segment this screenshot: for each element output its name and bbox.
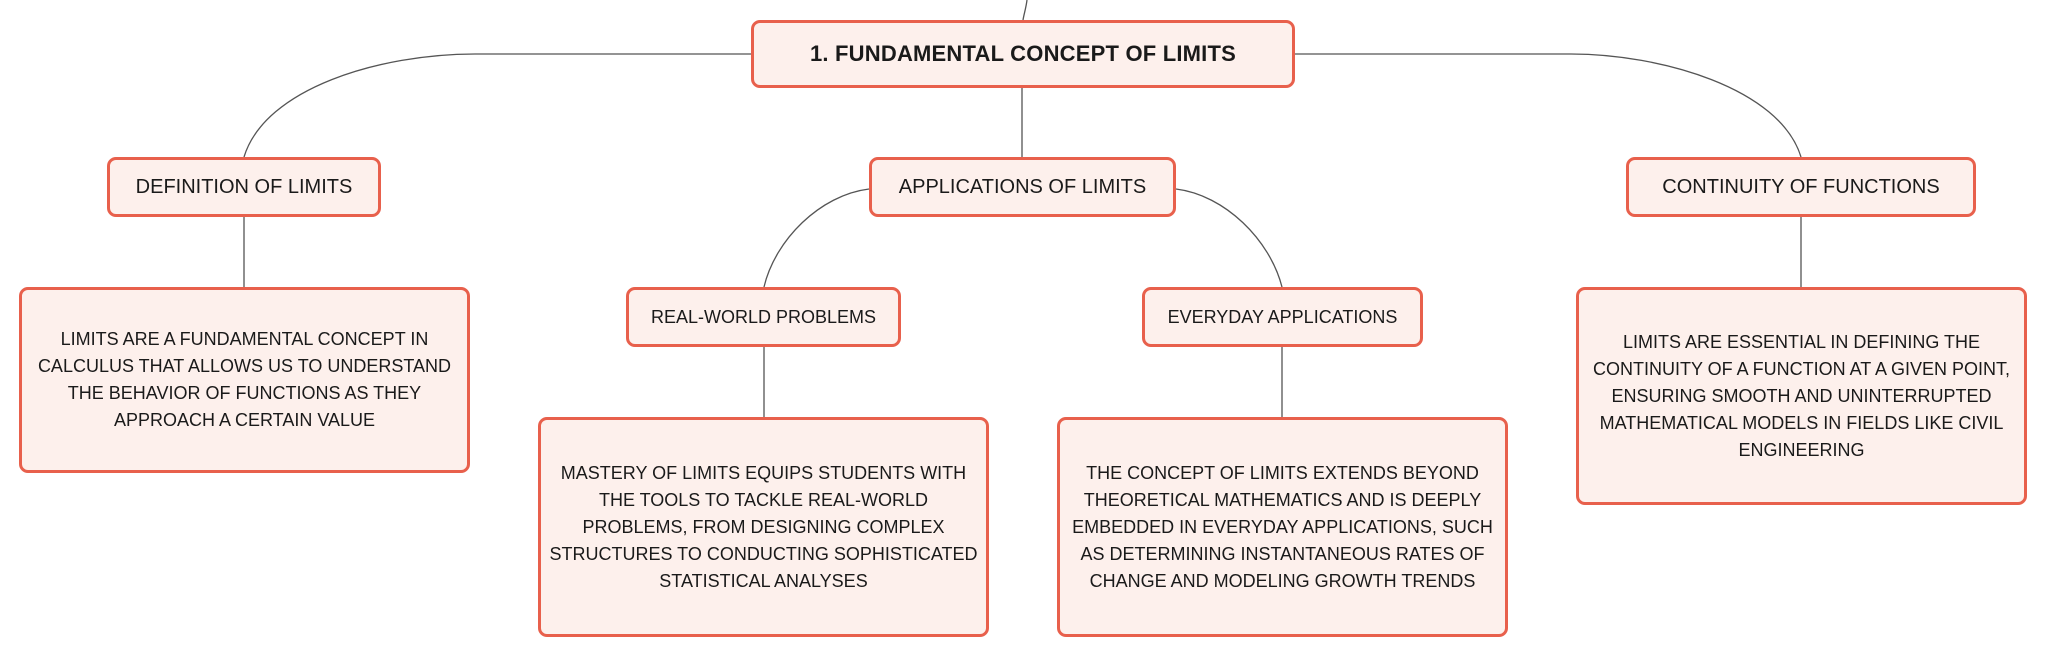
everyday-description-text: THE CONCEPT OF LIMITS EXTENDS BEYOND THE… [1072, 462, 1493, 591]
everyday-description-node[interactable]: THE CONCEPT OF LIMITS EXTENDS BEYOND THE… [1057, 417, 1508, 637]
real-world-problems-node[interactable]: REAL-WORLD PROBLEMS [626, 287, 901, 347]
root-topic-node[interactable]: 1. FUNDAMENTAL CONCEPT OF LIMITS [751, 20, 1295, 88]
everyday-applications-label: EVERYDAY APPLICATIONS [1167, 306, 1398, 327]
real-world-problems-label: REAL-WORLD PROBLEMS [650, 306, 877, 327]
connector-applications-realworld [763, 188, 870, 288]
definition-description-text: LIMITS ARE A FUNDAMENTAL CONCEPT IN CALC… [37, 329, 452, 430]
connector-root-parent [1022, 0, 1028, 21]
definition-of-limits-label: DEFINITION OF LIMITS [135, 175, 353, 198]
connector-root-definition [243, 53, 751, 158]
connector-root-continuity [1295, 53, 1802, 158]
continuity-description-text: LIMITS ARE ESSENTIAL IN DEFINING THE CON… [1592, 331, 2011, 460]
root-topic-label: 1. FUNDAMENTAL CONCEPT OF LIMITS [809, 41, 1237, 66]
applications-of-limits-node[interactable]: APPLICATIONS OF LIMITS [869, 157, 1176, 217]
continuity-of-functions-node[interactable]: CONTINUITY OF FUNCTIONS [1626, 157, 1976, 217]
real-world-description-node[interactable]: MASTERY OF LIMITS EQUIPS STUDENTS WITH T… [538, 417, 989, 637]
real-world-description-text: MASTERY OF LIMITS EQUIPS STUDENTS WITH T… [549, 462, 978, 591]
definition-description-node[interactable]: LIMITS ARE A FUNDAMENTAL CONCEPT IN CALC… [19, 287, 470, 473]
applications-of-limits-label: APPLICATIONS OF LIMITS [898, 175, 1147, 198]
definition-of-limits-node[interactable]: DEFINITION OF LIMITS [107, 157, 381, 217]
continuity-of-functions-label: CONTINUITY OF FUNCTIONS [1662, 175, 1940, 198]
continuity-description-node[interactable]: LIMITS ARE ESSENTIAL IN DEFINING THE CON… [1576, 287, 2027, 505]
connector-applications-everyday [1175, 188, 1283, 288]
everyday-applications-node[interactable]: EVERYDAY APPLICATIONS [1142, 287, 1423, 347]
